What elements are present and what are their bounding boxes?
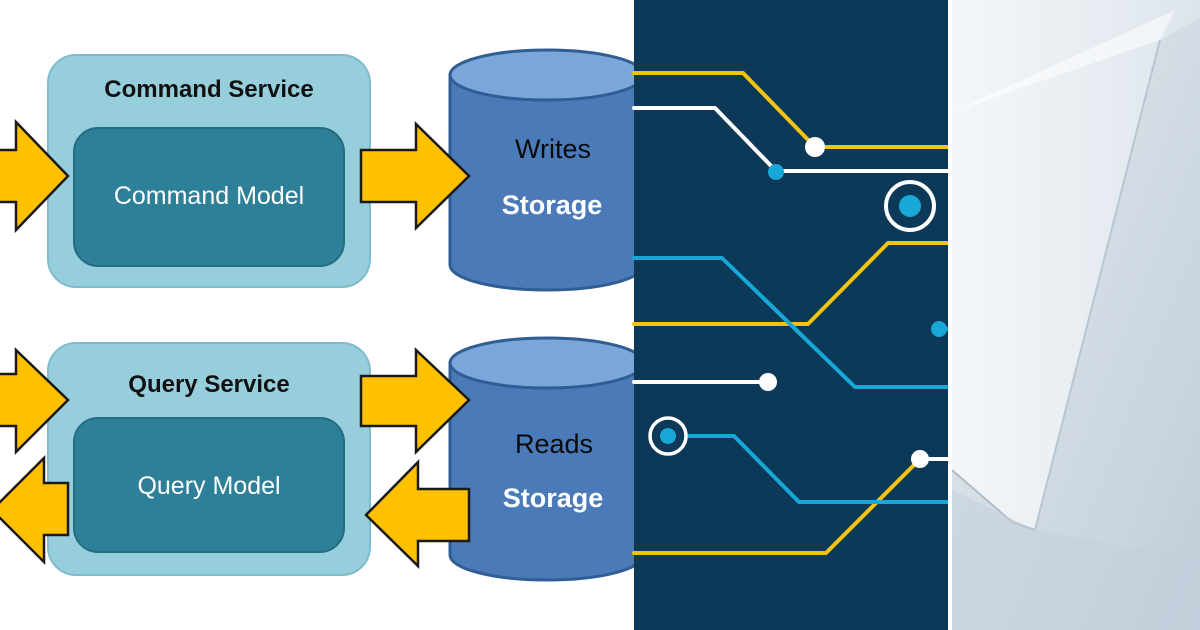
circuit-node-blue xyxy=(768,164,784,180)
writes-storage-cylinder: Writes Storage xyxy=(448,48,646,292)
circuit-trace-yellow-2 xyxy=(632,241,950,326)
arrow-query-to-reads xyxy=(359,347,471,455)
circuit-node-ring-1 xyxy=(884,180,936,232)
arrow-into-command-service xyxy=(0,118,70,234)
circuit-node-white xyxy=(805,137,825,157)
query-model-label: Query Model xyxy=(137,472,280,500)
writes-storage-line2: Storage xyxy=(502,190,603,220)
query-model-box: Query Model xyxy=(73,417,345,553)
paper-panel xyxy=(951,0,1200,630)
reads-storage-line1: Reads xyxy=(515,429,593,459)
cqrs-diagram: Command Service Command Model Query Serv… xyxy=(0,48,646,582)
circuit-trace-yellow-3 xyxy=(632,457,922,555)
circuit-node-white xyxy=(759,373,777,391)
reads-storage-line2: Storage xyxy=(503,483,604,513)
command-service-box: Command Service Command Model xyxy=(47,54,371,288)
circuit-trace-white-1 xyxy=(632,106,950,173)
circuit-node-blue xyxy=(931,321,947,337)
arrow-command-to-writes xyxy=(359,121,471,231)
circuit-node-white xyxy=(911,450,929,468)
arrow-reads-to-query xyxy=(364,458,471,569)
query-service-box: Query Service Query Model xyxy=(47,342,371,576)
panel-divider xyxy=(948,0,952,630)
writes-storage-line1: Writes xyxy=(515,134,591,164)
circuit-trace-blue-1 xyxy=(632,256,950,389)
arrow-into-query-service xyxy=(0,347,70,456)
circuit-node-ring-2 xyxy=(648,416,688,456)
command-model-box: Command Model xyxy=(73,127,345,267)
paper-fold xyxy=(952,0,1200,530)
arrow-out-of-query-service xyxy=(0,454,70,566)
circuit-trace-yellow-1 xyxy=(632,71,950,149)
reads-storage-cylinder: Reads Storage xyxy=(448,336,646,582)
query-service-title: Query Service xyxy=(128,371,289,398)
circuit-trace-blue-2 xyxy=(666,434,950,504)
circuit-panel xyxy=(632,0,950,630)
command-service-title: Command Service xyxy=(104,76,313,103)
command-model-label: Command Model xyxy=(114,182,304,210)
